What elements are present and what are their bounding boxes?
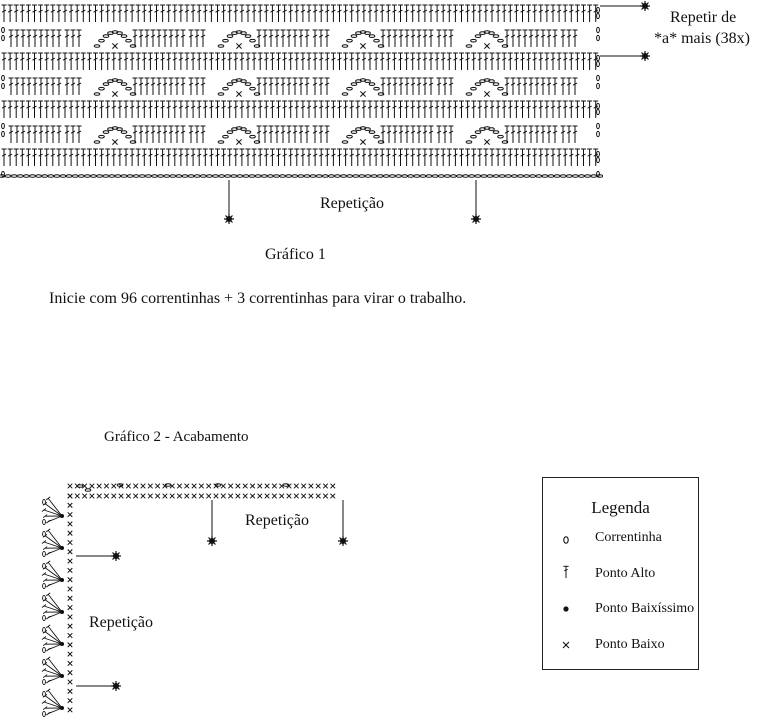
repeat-bottom-left-star [224,214,234,224]
slip-stitch-dot-icon [563,606,569,612]
legend-item-label: Ponto Alto [595,566,656,581]
chain-oval-icon [563,536,569,544]
chart2-title: Gráfico 2 - Acabamento [104,429,249,445]
repeat-top-left-star [207,536,217,546]
chart1-instruction: Inicie com 96 correntinhas + 3 correntin… [49,290,467,307]
legend-title: Legenda [591,498,650,517]
legend-box: Legenda Correntinha Ponto Alto Ponto Bai… [542,477,699,670]
shell-fan-stitch [41,528,65,558]
chart2-edging-grid [67,483,336,713]
double-crochet-icon [563,565,569,579]
shell-fan-stitch [41,624,65,654]
repeat-left-label: Repetição [89,614,153,631]
repeat-right-top-star [640,1,650,11]
shell-fan-stitch [41,656,65,686]
legend-item-label: Ponto Baixo [595,637,665,652]
single-crochet-x-icon [562,641,570,649]
shell-fan-stitch [41,592,65,622]
repeat-bottom-label: Repetição [320,195,384,212]
repeat-right-label-2: *a* mais (38x) [654,30,750,47]
repeat-left-top-star [111,551,121,561]
legend-item-label: Ponto Baixíssimo [595,601,695,616]
repeat-right-bottom-star [640,51,650,61]
legend-item-label: Correntinha [595,530,662,545]
chart1-title: Gráfico 1 [265,246,326,263]
shell-fan-stitch [41,560,65,590]
shell-fan-stitch [41,688,65,718]
repeat-top-label: Repetição [245,512,309,529]
repeat-right-label-1: Repetir de [670,9,737,26]
shell-fan-stitch [41,496,65,526]
repeat-top-right-star [338,536,348,546]
chart1-stitch-grid [0,4,604,178]
repeat-bottom-right-star [471,214,481,224]
repeat-left-bottom-star [111,681,121,691]
